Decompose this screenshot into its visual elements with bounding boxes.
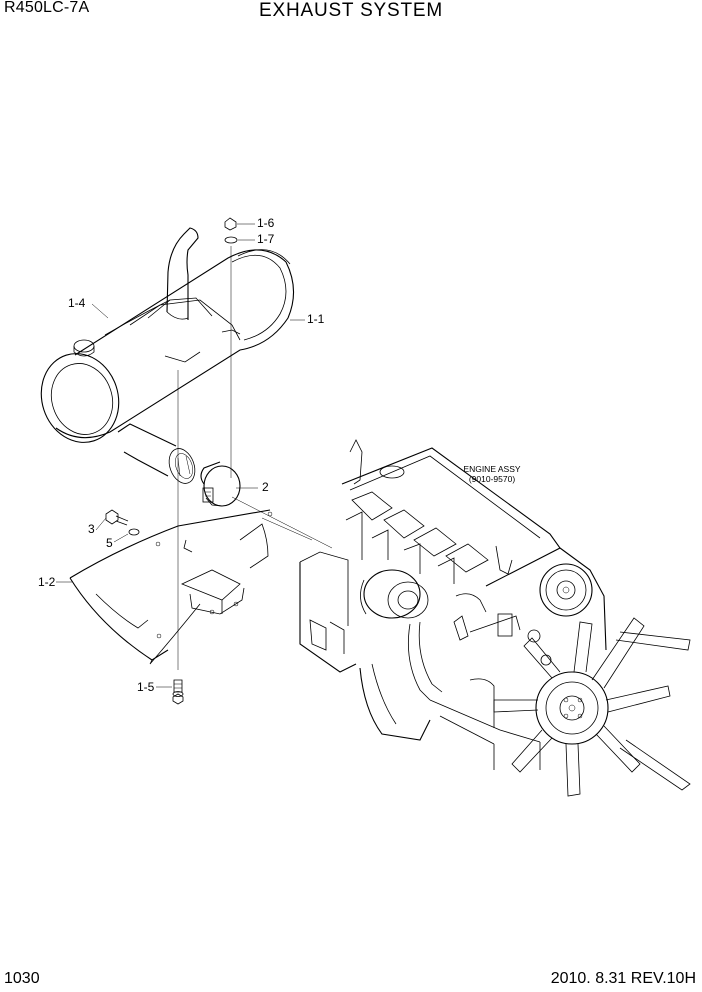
leader-lines [56,223,305,688]
callout-1-7: 1-7 [257,232,275,246]
nut-washer-top [224,217,238,244]
callout-1-2: 1-2 [38,575,56,589]
muffler-drawing [40,227,295,484]
callout-1-5: 1-5 [137,680,155,694]
engine-assy-label: ENGINE ASSY (9010-9570) [452,464,532,484]
clamp-drawing [200,461,241,507]
bolt-washer-drawing [105,509,140,536]
callout-1-4: 1-4 [68,296,86,310]
callout-2: 2 [262,480,269,494]
bolt-bottom [172,679,184,705]
callout-1-6: 1-6 [257,216,275,230]
assembly-lines [177,246,333,670]
engine-drawing [299,439,691,797]
callout-3: 3 [88,522,95,536]
callout-5: 5 [106,536,113,550]
revision-date: 2010. 8.31 REV.10H [550,970,696,987]
bracket-drawing [69,509,273,665]
engine-assy-name: ENGINE ASSY [463,464,521,474]
page-number: 1030 [4,970,40,987]
callout-1-1: 1-1 [307,312,325,326]
page-title: EXHAUST SYSTEM [259,0,443,21]
model-code: R450LC-7A [4,0,90,16]
engine-assy-code: (9010-9570) [468,474,516,484]
